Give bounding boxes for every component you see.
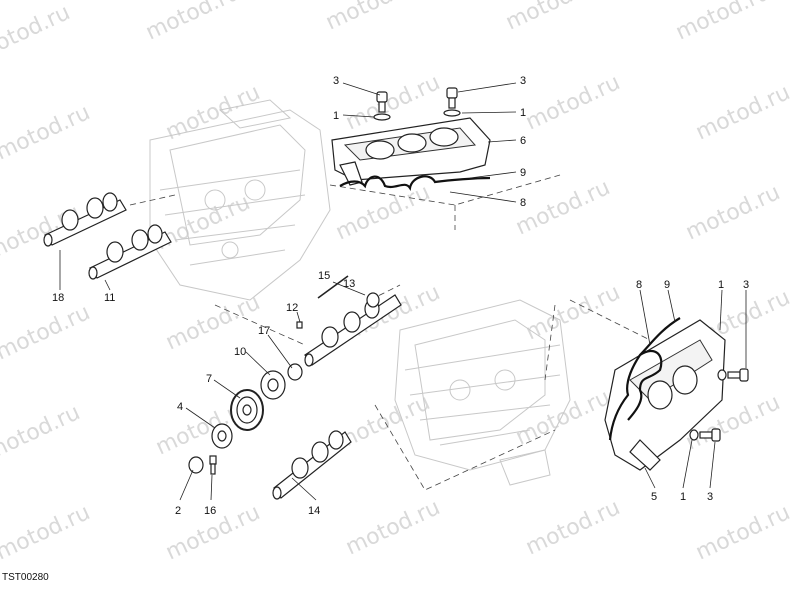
callout-5: 5 <box>651 491 657 503</box>
bolt-16 <box>209 455 217 475</box>
side-valve-cover <box>604 319 726 471</box>
watermark-text: motod.ru <box>522 495 624 560</box>
callout-3: 3 <box>333 75 339 87</box>
watermark-text: motod.ru <box>0 100 94 165</box>
callout-1: 1 <box>520 107 526 119</box>
valve-cover-gasket-top <box>339 175 491 192</box>
pulley-hub-10 <box>260 370 286 400</box>
callout-15: 15 <box>318 270 330 282</box>
washer-4 <box>211 423 233 449</box>
watermark-text: motod.ru <box>692 500 794 565</box>
callout-17: 17 <box>258 325 270 337</box>
watermark-text: motod.ru <box>0 0 74 65</box>
snap-ring-15 <box>317 275 349 299</box>
toothed-pulley-7 <box>230 389 264 431</box>
watermark-text: motod.ru <box>0 300 94 365</box>
callout-11: 11 <box>104 292 115 304</box>
watermark-text: motod.ru <box>0 500 94 565</box>
side-bottom-screw <box>689 428 721 442</box>
callout-8: 8 <box>636 279 642 291</box>
watermark-text: motod.ru <box>322 0 424 35</box>
callout-18: 18 <box>52 292 64 304</box>
watermark-text: motod.ru <box>522 70 624 135</box>
callout-6: 6 <box>520 135 526 147</box>
leader-lines <box>59 82 747 501</box>
callout-3: 3 <box>520 75 526 87</box>
watermark-text: motod.ru <box>342 280 444 345</box>
watermark-text: motod.ru <box>162 80 264 145</box>
callout-14: 14 <box>308 505 320 517</box>
callout-7: 7 <box>206 373 212 385</box>
callout-9: 9 <box>520 167 526 179</box>
callout-4: 4 <box>177 401 183 413</box>
callout-3: 3 <box>743 279 749 291</box>
watermark-layer: motod.ru motod.ru motod.ru motod.ru moto… <box>0 0 794 565</box>
callout-13: 13 <box>343 278 355 290</box>
watermark-text: motod.ru <box>682 180 784 245</box>
watermark-text: motod.ru <box>512 175 614 240</box>
callout-1: 1 <box>333 110 339 122</box>
callout-16: 16 <box>204 505 216 517</box>
watermark-text: motod.ru <box>672 0 774 45</box>
camshaft-upper-center <box>304 294 402 367</box>
callout-1: 1 <box>680 491 686 503</box>
ring-17 <box>287 363 303 381</box>
watermark-text: motod.ru <box>142 0 244 45</box>
callout-12: 12 <box>286 302 298 314</box>
watermark-text: motod.ru <box>342 495 444 560</box>
side-valve-cover-gasket <box>608 317 681 441</box>
pin-12 <box>296 321 303 329</box>
callout-2: 2 <box>175 505 181 517</box>
watermark-text: motod.ru <box>0 400 84 465</box>
callout-8: 8 <box>520 197 526 209</box>
watermark-text: motod.ru <box>522 280 624 345</box>
seal-ring-13 <box>366 292 380 308</box>
callout-1: 1 <box>718 279 724 291</box>
valve-cover <box>331 117 491 186</box>
camshaft-18 <box>43 192 127 247</box>
camshaft-14 <box>272 430 352 500</box>
top-right-screw <box>443 87 461 117</box>
callout-labels: 3 1 3 1 6 9 8 18 11 15 13 12 17 10 7 4 2… <box>52 75 749 517</box>
ghost-cylinder-head-lower <box>394 299 571 486</box>
watermark-text: motod.ru <box>152 190 254 255</box>
nut-2 <box>188 456 204 474</box>
callout-10: 10 <box>234 346 246 358</box>
watermark-text: motod.ru <box>332 180 434 245</box>
callout-9: 9 <box>664 279 670 291</box>
side-top-screw <box>717 368 749 382</box>
callout-3: 3 <box>707 491 713 503</box>
watermark-text: motod.ru <box>512 385 614 450</box>
ghost-cylinder-head-upper <box>149 99 331 301</box>
watermark-text: motod.ru <box>692 80 794 145</box>
camshaft-11 <box>88 224 172 280</box>
diagram-code: TST00280 <box>2 572 49 583</box>
watermark-text: motod.ru <box>502 0 604 35</box>
